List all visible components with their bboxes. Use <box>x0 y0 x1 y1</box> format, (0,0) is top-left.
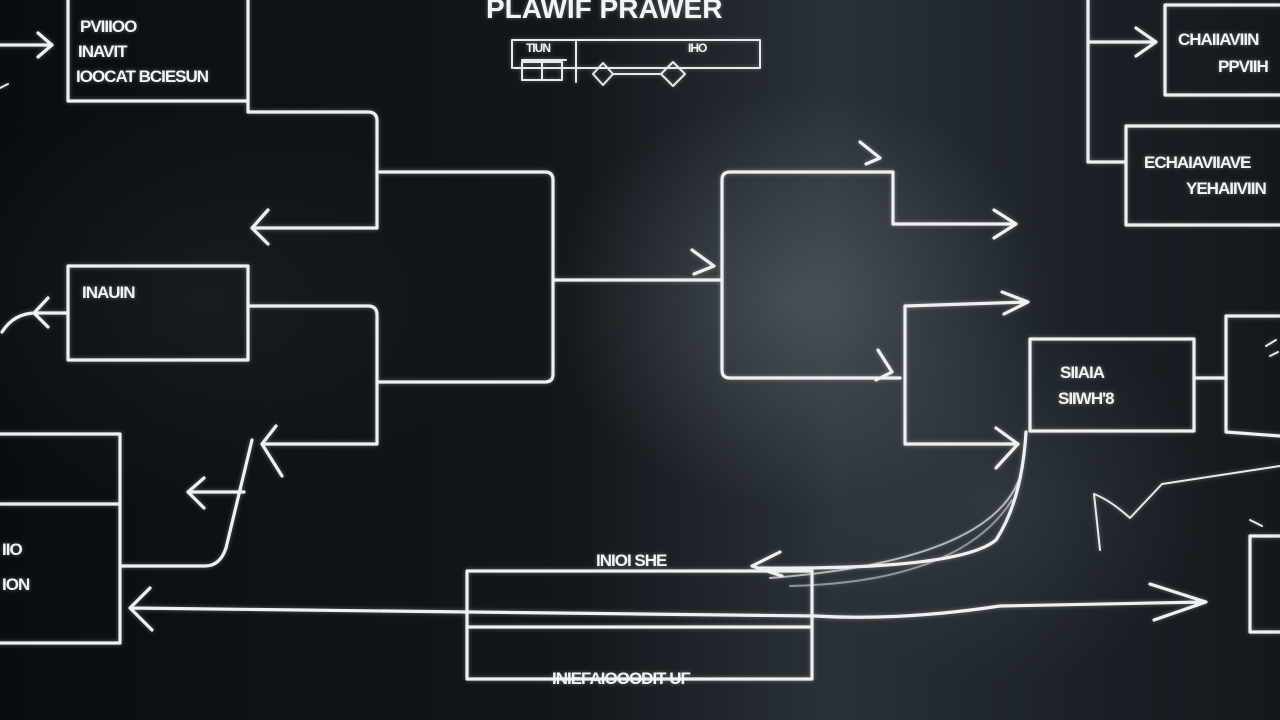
connector-mid-left <box>246 304 379 478</box>
arrow-out-mid-left <box>0 296 70 334</box>
right-edge-box <box>1224 314 1280 438</box>
top-right-1-line-1: CHAIIAVIIN <box>1178 30 1259 49</box>
top-right-bracket <box>1086 0 1158 164</box>
top-left-line-2: INAVIT <box>78 42 128 61</box>
legend-diamond-2 <box>660 61 686 87</box>
arrow-bottom-left-small <box>186 476 246 510</box>
legend-right-text: IHO <box>688 41 707 55</box>
top-right-1-line-2: PPVIIH <box>1218 57 1268 76</box>
top-left-line-1: PVIIIOO <box>80 17 137 36</box>
long-bottom-arrow <box>128 582 1208 632</box>
bottom-annotation-top: INIOI SHE <box>596 551 667 570</box>
title-legend: TIUN IHO <box>511 39 761 87</box>
arrow-into-top-left <box>0 31 54 59</box>
legend-left-text: TIUN <box>526 41 550 55</box>
split-bracket <box>720 140 1018 282</box>
legend-diamond-1 <box>592 62 614 86</box>
merge-bracket <box>375 170 555 384</box>
mid-left-box: INAUIN <box>66 264 250 362</box>
top-right-box-1: CHAIIAVIIN PPVIIH <box>1163 3 1280 97</box>
swoop-curve <box>750 430 1028 578</box>
split-lower-branch <box>720 278 902 382</box>
top-right-box-2: ECHAIAVIIAVE YEHAIIVIIN <box>1124 124 1280 227</box>
diagram-title: PLAWIF PRAWER <box>486 0 722 24</box>
bottom-center-box: INIOI SHE INIEFAIOOODIT UF <box>465 551 814 688</box>
mid-right-line-1: SIIAIA <box>1060 363 1105 382</box>
right-sketch-line <box>1093 465 1280 551</box>
mid-right-box: SIIAIA SIIWH'8 <box>1028 337 1196 433</box>
top-right-2-line-1: ECHAIAVIIAVE <box>1144 153 1251 172</box>
connector-top-left <box>246 99 379 246</box>
mid-left-label: INAUIN <box>82 283 135 302</box>
curve-up-from-bottom-left <box>118 438 254 568</box>
bottom-left-box: IIO ION <box>0 432 122 645</box>
mid-right-line-2: SIIWH'8 <box>1058 389 1114 408</box>
bottom-left-line-2: ION <box>2 575 30 594</box>
top-right-2-line-2: YEHAIIVIIN <box>1186 179 1266 198</box>
merge-output-arrow <box>551 248 724 282</box>
right-branch <box>903 290 1030 470</box>
bottom-left-line-1: IIO <box>2 540 22 559</box>
top-left-box: PVIIIOO INAVIT IOOCAT BCIESUN <box>66 0 250 103</box>
top-left-line-3: IOOCAT BCIESUN <box>76 67 209 86</box>
bottom-annotation-bottom: INIEFAIOOODIT UF <box>552 669 691 688</box>
